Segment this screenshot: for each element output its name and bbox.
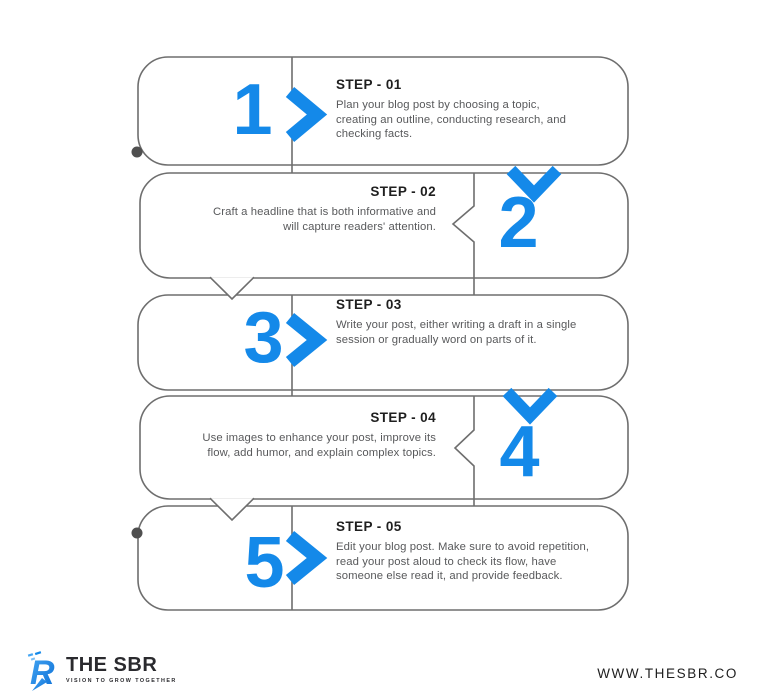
bubble-step-4 (139, 395, 629, 500)
step-body-3: Write your post, either writing a draft … (336, 319, 577, 346)
step-body-5: Edit your blog post. Make sure to avoid … (336, 541, 590, 583)
footer-logo: R THE SBR VISION TO GROW TOGETHER (26, 651, 177, 693)
svg-text:R: R (30, 654, 55, 692)
divider-step-2 (451, 173, 475, 278)
step-title-3: STEP - 03 (336, 297, 402, 312)
end-dot (131, 527, 143, 539)
step-title-1: STEP - 01 (336, 77, 402, 92)
step-text-5: STEP - 05 Edit your blog post. Make sure… (336, 519, 626, 584)
chevron-right-icon-5 (285, 530, 328, 586)
step-number-3: 3 (243, 298, 283, 378)
bubble-step-5 (137, 505, 629, 611)
step-number-1: 1 (232, 70, 272, 150)
logo-r-icon: R (27, 651, 55, 692)
step-body-1: Plan your blog post by choosing a topic,… (336, 99, 566, 141)
tail-4-to-5 (209, 497, 255, 522)
bubble-step-3 (137, 294, 629, 391)
step-title-4: STEP - 04 (370, 410, 436, 425)
chevron-down-icon-2 (506, 165, 562, 203)
bubble-step-2 (139, 172, 629, 279)
step-text-1: STEP - 01 Plan your blog post by choosin… (336, 77, 626, 142)
step-title-2: STEP - 02 (370, 184, 436, 199)
step-title-5: STEP - 05 (336, 519, 402, 534)
logo-title: THE SBR (66, 654, 158, 676)
chevron-down-icon-4 (502, 387, 558, 425)
chevron-right-icon-1 (285, 87, 328, 142)
step-body-2: Craft a headline that is both informativ… (212, 206, 436, 233)
step-number-4: 4 (499, 412, 539, 492)
step-text-2: STEP - 02 Craft a headline that is both … (146, 184, 436, 234)
divider-step-4 (453, 396, 475, 499)
step-number-2: 2 (498, 183, 538, 263)
step-text-3: STEP - 03 Write your post, either writin… (336, 297, 626, 347)
start-dot (131, 146, 143, 158)
step-body-4: Use images to enhance your post, improve… (202, 432, 436, 459)
step-number-5: 5 (244, 523, 284, 603)
website-url: WWW.THESBR.CO (597, 666, 738, 681)
step-text-4: STEP - 04 Use images to enhance your pos… (146, 410, 436, 460)
chevron-right-icon-3 (285, 312, 328, 368)
tail-2-to-3 (209, 276, 255, 301)
logo-tagline: VISION TO GROW TOGETHER (66, 678, 177, 684)
bubble-step-1 (137, 56, 629, 166)
